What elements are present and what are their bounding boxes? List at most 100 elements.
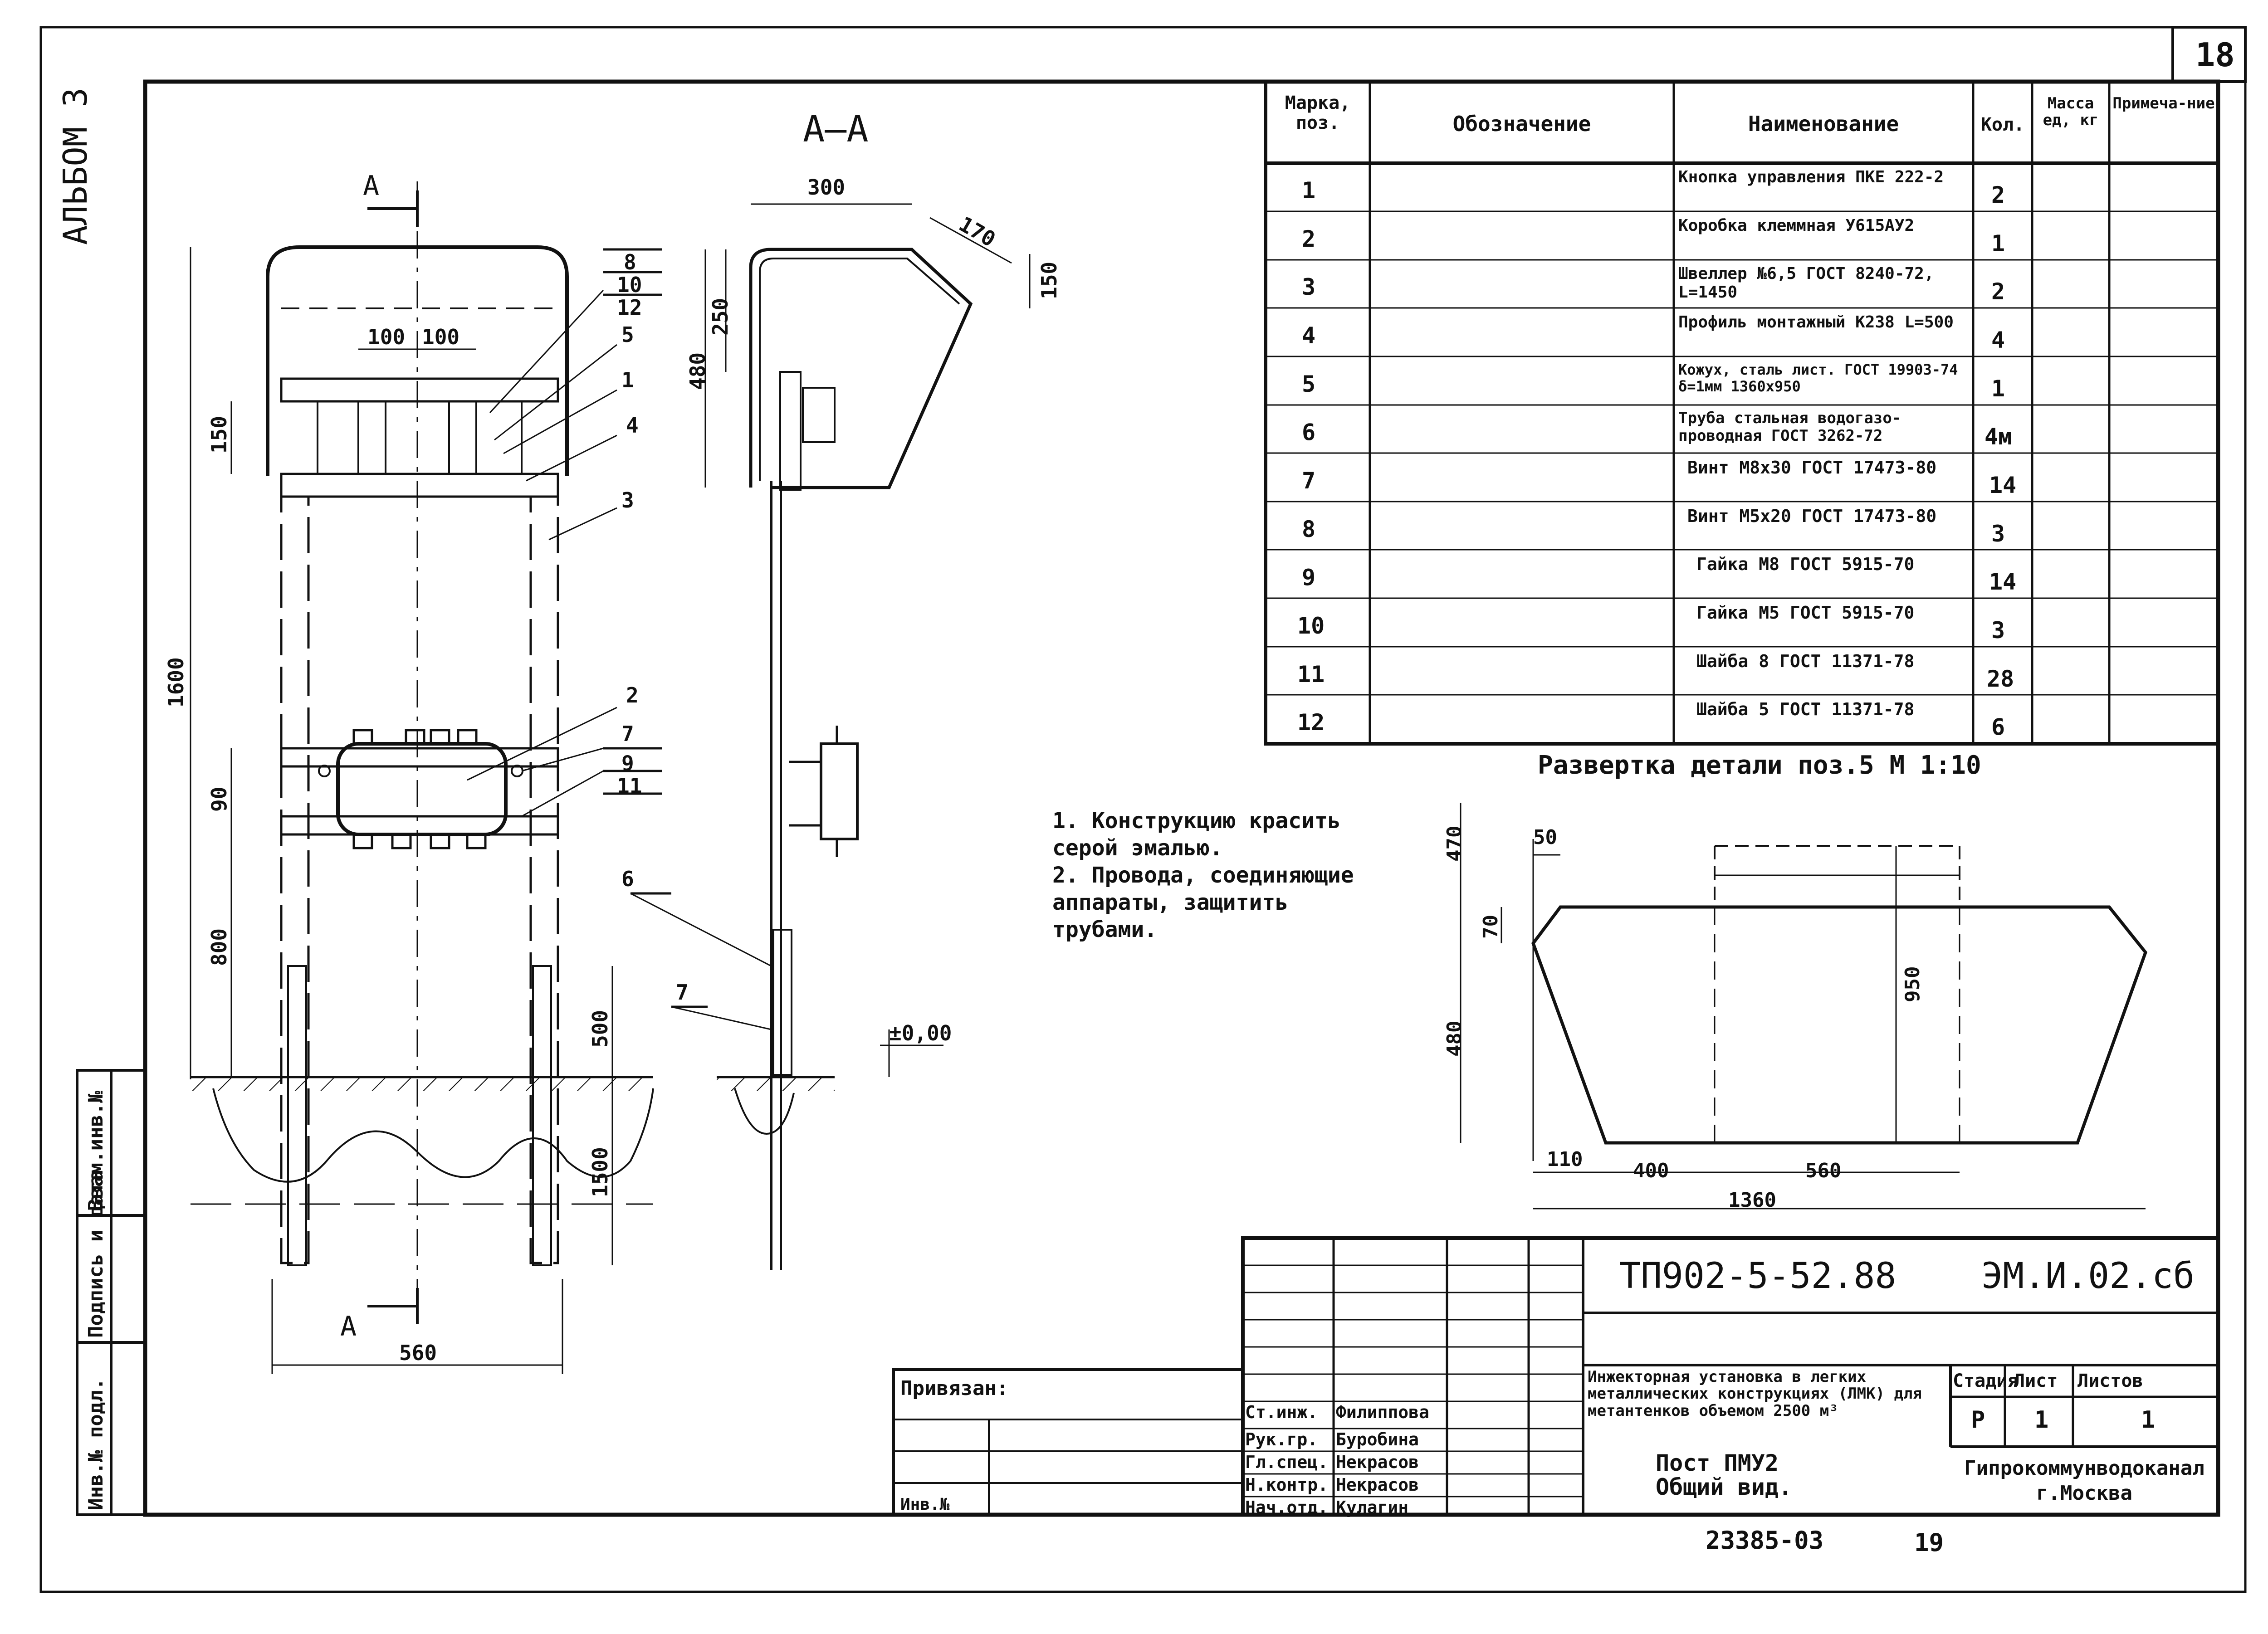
spec-pos: 12 bbox=[1297, 709, 1325, 736]
person-name: Буробина bbox=[1336, 1429, 1419, 1449]
spec-qty: 3 bbox=[1991, 521, 2005, 547]
spec-pos: 1 bbox=[1302, 177, 1316, 204]
dim-100-b: 100 bbox=[422, 325, 460, 349]
spec-pos: 10 bbox=[1297, 613, 1325, 639]
spec-name: Кнопка управления ПКЕ 222-2 bbox=[1678, 168, 1944, 186]
spec-header-name: Наименование bbox=[1748, 112, 1899, 136]
spec-qty: 3 bbox=[1991, 617, 2005, 644]
dim-150-front: 150 bbox=[207, 415, 231, 454]
callout-8: 8 bbox=[624, 250, 636, 274]
spec-pos: 11 bbox=[1297, 661, 1325, 688]
inv-label: Инв.№ bbox=[900, 1495, 950, 1514]
detail-dim-480: 480 bbox=[1443, 1020, 1466, 1057]
role-label: Гл.спец. bbox=[1245, 1452, 1329, 1472]
sheet-label: Лист bbox=[2014, 1371, 2058, 1391]
dim-480-side: 480 bbox=[685, 352, 710, 390]
drawing-code: ТП902-5-52.88 ЭМ.И.02.сб bbox=[1619, 1256, 2195, 1297]
role-label: Ст.инж. bbox=[1245, 1402, 1318, 1422]
spec-name: Шайба 8 ГОСТ 11371-78 bbox=[1696, 651, 1915, 671]
bottom-code: 23385-03 bbox=[1706, 1526, 1824, 1555]
bottom-page: 19 bbox=[1914, 1528, 1944, 1557]
role-label: Н.контр. bbox=[1245, 1475, 1329, 1495]
callout-7-side: 7 bbox=[676, 980, 689, 1005]
detail-dim-560: 560 bbox=[1805, 1159, 1842, 1182]
callout-10: 10 bbox=[617, 273, 642, 297]
spec-pos: 3 bbox=[1302, 274, 1316, 300]
spec-qty: 2 bbox=[1991, 182, 2005, 208]
detail-dim-50: 50 bbox=[1533, 826, 1557, 849]
spec-name: Коробка клеммная У615АУ2 bbox=[1678, 216, 1915, 235]
spec-header-designation: Обозначение bbox=[1452, 112, 1591, 136]
spec-pos: 2 bbox=[1302, 226, 1316, 252]
spec-qty: 2 bbox=[1991, 278, 2005, 305]
side-stamp-vzam: Взам.инв.№ bbox=[84, 1091, 108, 1211]
side-stamp bbox=[76, 1069, 147, 1516]
spec-name: Гайка М5 ГОСТ 5915-70 bbox=[1696, 603, 1915, 623]
detail-dim-950: 950 bbox=[1901, 966, 1924, 1002]
person-name: Кулагин bbox=[1336, 1497, 1409, 1517]
spec-name: Кожух, сталь лист. ГОСТ 19903-74 δ=1мм 1… bbox=[1678, 361, 1958, 395]
dim-250: 250 bbox=[708, 298, 733, 336]
spec-qty: 14 bbox=[1989, 472, 2017, 498]
spec-qty: 6 bbox=[1991, 714, 2005, 740]
callout-5: 5 bbox=[621, 322, 634, 347]
detail-dim-1360: 1360 bbox=[1728, 1189, 1776, 1212]
callout-12: 12 bbox=[617, 295, 642, 320]
detail-title: Развертка детали поз.5 М 1:10 bbox=[1538, 751, 1981, 780]
spec-table-grid bbox=[1264, 80, 2220, 746]
spec-pos: 6 bbox=[1302, 419, 1316, 445]
callout-2: 2 bbox=[626, 683, 639, 707]
dim-1500: 1500 bbox=[588, 1147, 612, 1197]
spec-pos: 8 bbox=[1302, 516, 1316, 542]
person-name: Некрасов bbox=[1336, 1475, 1419, 1495]
detail-dim-110: 110 bbox=[1547, 1148, 1583, 1171]
dim-90: 90 bbox=[207, 786, 231, 812]
sheet-value: 1 bbox=[2034, 1406, 2049, 1434]
spec-pos: 5 bbox=[1302, 371, 1316, 397]
spec-name: Шайба 5 ГОСТ 11371-78 bbox=[1696, 699, 1915, 719]
spec-name: Профиль монтажный К238 L=500 bbox=[1678, 313, 1954, 332]
dim-800: 800 bbox=[207, 928, 231, 966]
spec-header-pos: Марка, поз. bbox=[1285, 93, 1351, 133]
callout-9: 9 bbox=[621, 751, 634, 776]
sheets-label: Листов bbox=[2077, 1371, 2143, 1391]
spec-pos: 7 bbox=[1302, 468, 1316, 494]
spec-pos: 9 bbox=[1302, 564, 1316, 590]
role-label: Нач.отд. bbox=[1245, 1497, 1329, 1517]
detail-dim-470: 470 bbox=[1443, 825, 1466, 862]
spec-qty: 4м bbox=[1984, 424, 2012, 450]
outer-border bbox=[39, 26, 2247, 1593]
detail-development bbox=[1460, 803, 2147, 1210]
sheet-number: 18 bbox=[2195, 36, 2235, 74]
side-stamp-inv: Инв.№ подл. bbox=[84, 1378, 108, 1510]
role-label: Рук.гр. bbox=[1245, 1429, 1318, 1449]
sheet-name: Пост ПМУ2 Общий вид. bbox=[1656, 1450, 1793, 1500]
dim-500: 500 bbox=[588, 1010, 612, 1048]
callout-7-front: 7 bbox=[621, 722, 634, 746]
spec-qty: 1 bbox=[1991, 376, 2005, 402]
dim-1600: 1600 bbox=[164, 657, 188, 707]
callout-1: 1 bbox=[621, 368, 634, 392]
callout-3: 3 bbox=[621, 488, 634, 512]
spec-pos: 4 bbox=[1302, 322, 1316, 349]
privyazan-label: Привязан: bbox=[900, 1377, 1009, 1400]
spec-header-note: Примеча-ние bbox=[2112, 94, 2215, 112]
note-1: 1. Конструкцию красить серой эмалью. bbox=[1052, 808, 1341, 861]
organization: Гипрокоммунводоканал г.Москва bbox=[1964, 1457, 2204, 1505]
spec-name: Труба стальная водогазо-проводная ГОСТ 3… bbox=[1678, 409, 1901, 445]
dim-560-front: 560 bbox=[399, 1341, 437, 1365]
spec-header-mass: Масса ед, кг bbox=[2043, 94, 2099, 130]
dim-100-a: 100 bbox=[367, 325, 406, 349]
callout-4: 4 bbox=[626, 413, 639, 438]
spec-qty: 1 bbox=[1991, 230, 2005, 257]
level-mark: ±0,00 bbox=[889, 1021, 952, 1045]
spec-name: Винт М5х20 ГОСТ 17473-80 bbox=[1687, 506, 1937, 526]
spec-name: Швеллер №6,5 ГОСТ 8240-72, L=1450 bbox=[1678, 264, 1934, 302]
section-title: А–А bbox=[803, 108, 869, 150]
callout-11: 11 bbox=[617, 774, 642, 798]
person-name: Филиппова bbox=[1336, 1402, 1429, 1422]
section-mark-top: А bbox=[363, 170, 380, 202]
spec-name: Гайка М8 ГОСТ 5915-70 bbox=[1696, 554, 1915, 574]
dim-150-side: 150 bbox=[1037, 261, 1061, 299]
